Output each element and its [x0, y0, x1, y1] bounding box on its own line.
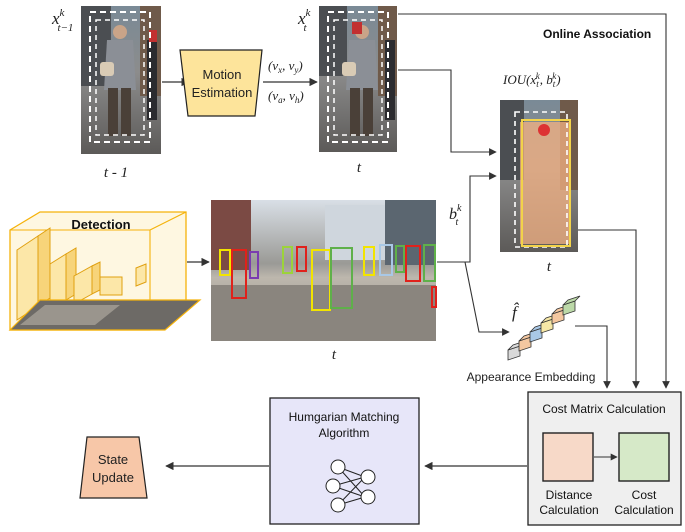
iou-predicted-box [514, 111, 568, 248]
online-association-label: Online Association [543, 27, 651, 41]
detection-frame: t [211, 200, 437, 363]
matching-graph-icon [325, 459, 376, 513]
arrow-current-to-iou [398, 69, 497, 156]
embedding-cell-top [562, 295, 581, 306]
hungarian-title-2: Algorithm [319, 426, 370, 440]
arrow-current-to-cost [398, 13, 670, 389]
appearance-embedding-label: Appearance Embedding [467, 370, 596, 384]
hungarian-block: Humgarian Matching Algorithm [269, 397, 420, 525]
motion-estimation-label-2: Estimation [192, 85, 253, 100]
cost-calculation-label-1: Cost [632, 488, 657, 502]
motion-estimation-block: Motion Estimation [179, 49, 263, 117]
cost-calculation-box [618, 432, 670, 482]
state-update-label-2: Update [92, 470, 134, 485]
frame-previous-caption: t - 1 [104, 165, 128, 181]
detection-block: Detection [8, 211, 202, 331]
detection-frame-caption: t [332, 347, 337, 363]
iou-overlap-fill [520, 122, 570, 244]
state-update-label-1: State [98, 452, 128, 467]
detection-label: Detection [71, 217, 130, 232]
distance-calculation-label-2: Calculation [539, 503, 598, 517]
cost-matrix-title: Cost Matrix Calculation [542, 402, 665, 416]
cost-calculation-label-2: Calculation [614, 503, 673, 517]
velocity-xy-label: (vx, vy) [268, 58, 303, 75]
arrow-iou-to-cost [578, 229, 640, 389]
cost-matrix-block: Cost Matrix Calculation Distance Calcula… [527, 391, 682, 526]
velocity-ah-label: (va, vh) [268, 88, 304, 105]
iou-caption: t [547, 259, 552, 275]
appearance-embedding: f̂ Appearance Embedding [467, 295, 596, 384]
pedestrian-figure-current [342, 25, 378, 136]
state-update-shape [79, 436, 148, 499]
frame-current-caption: t [357, 160, 362, 176]
embedding-cells [507, 295, 581, 361]
distance-calculation-box [542, 432, 594, 482]
current-box-outer [327, 11, 389, 143]
arrow-embedding-to-cost [575, 325, 611, 389]
motion-estimation-shape [179, 49, 263, 117]
iou-label: IOU(xtk, btk) [502, 71, 561, 89]
state-update-block: State Update [79, 436, 148, 499]
motion-estimation-label-1: Motion [202, 67, 241, 82]
feature-label: f̂ [512, 302, 520, 322]
iou-frame: IOU(xtk, btk) t [500, 71, 578, 275]
previous-box-outer [89, 11, 151, 143]
pedestrian-figure [100, 25, 136, 136]
distance-calculation-label-1: Distance [546, 488, 593, 502]
iou-detected-box [521, 119, 571, 247]
arrow-detections-to-embedding [437, 261, 510, 336]
arrow-detections-to-iou [437, 172, 497, 263]
hungarian-title-1: Humgarian Matching [289, 410, 400, 424]
